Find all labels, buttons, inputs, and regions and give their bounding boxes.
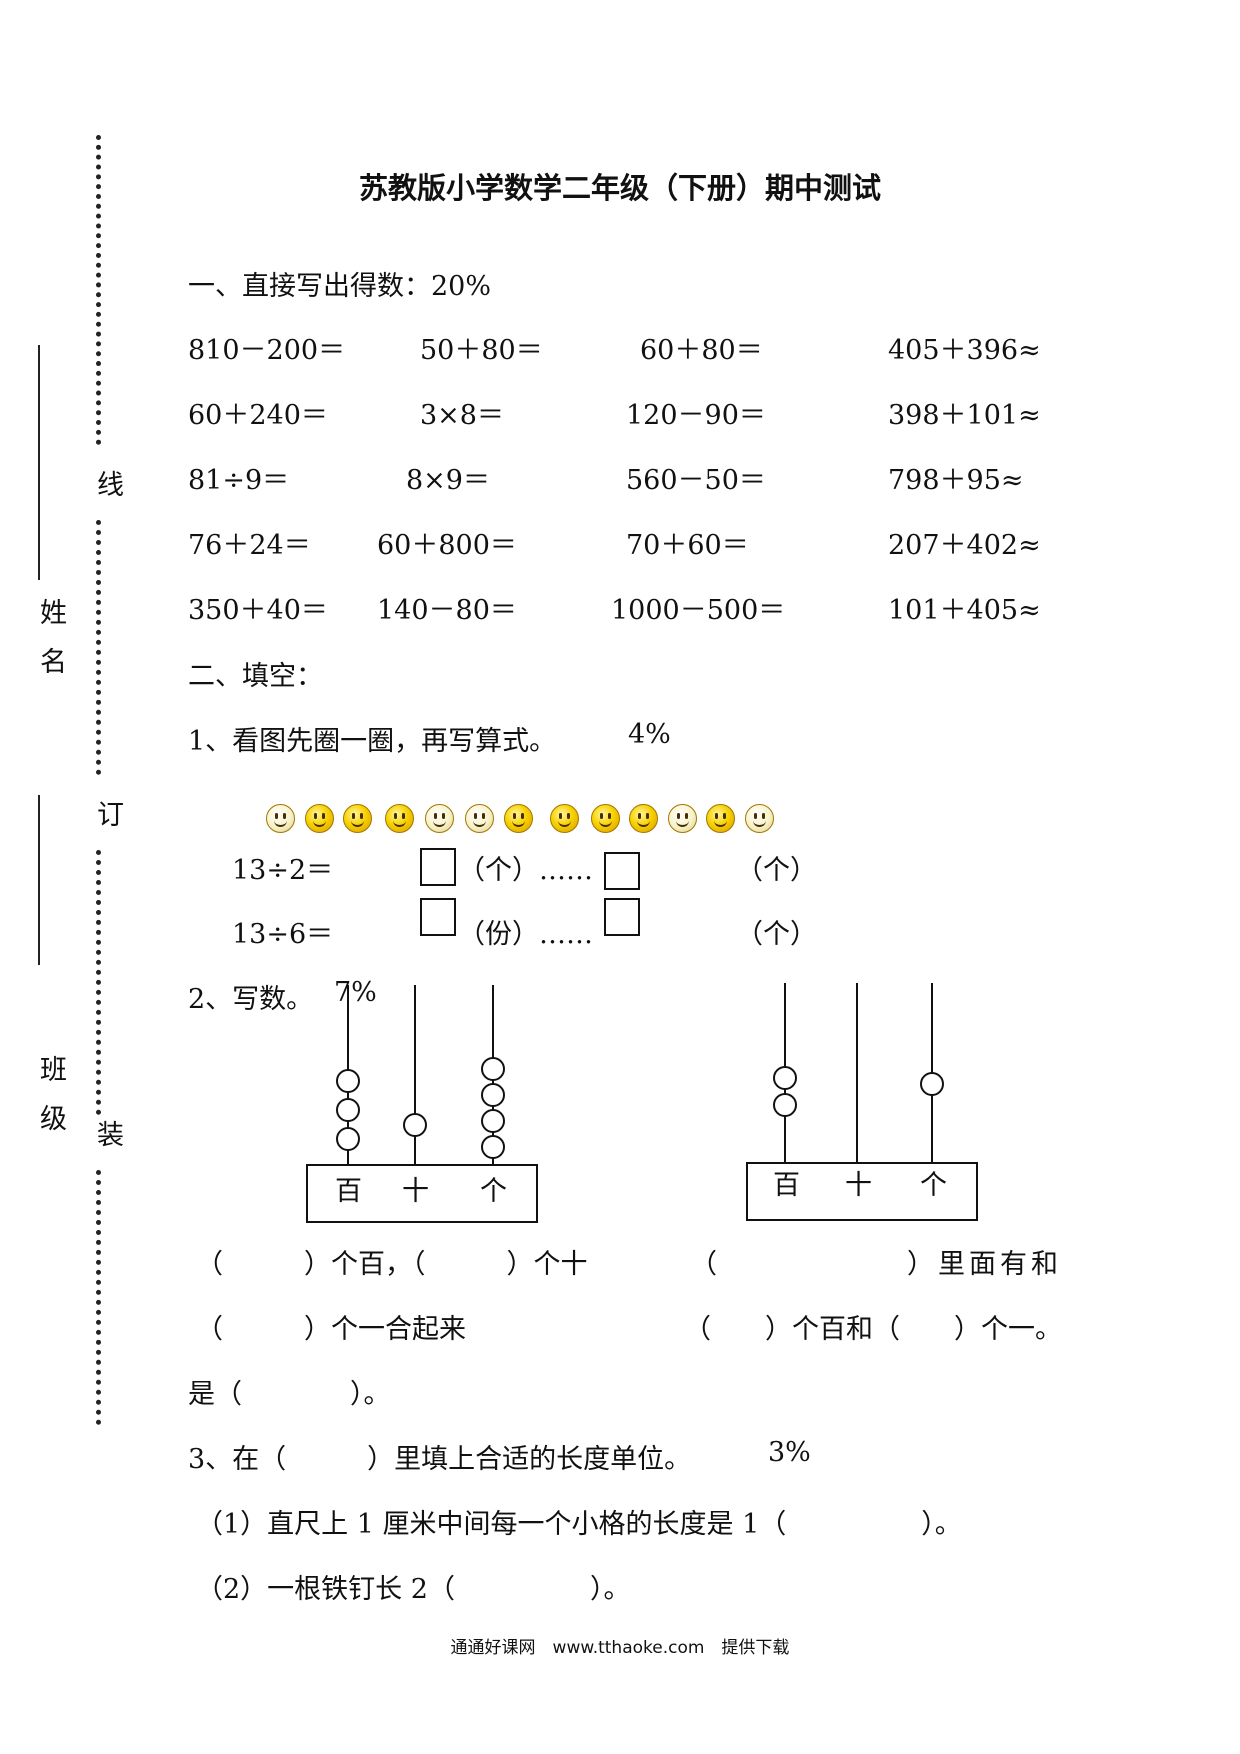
calc-r1-c3: 60＋80＝ <box>640 335 763 366</box>
calc-r2-c2: 3×8＝ <box>420 400 504 431</box>
q1-label: 1、看图先圈一圈，再写算式。 <box>188 726 557 757</box>
binding-label-line: 线 <box>92 470 123 497</box>
smiley-face-icon <box>425 804 454 833</box>
calc-r4-c1: 76＋24＝ <box>188 530 311 561</box>
abacus-right <box>746 983 978 1221</box>
q2-left-text-1: （ ）个百，（ ）个十 <box>196 1249 588 1280</box>
q3-score: 3% <box>768 1437 811 1468</box>
smiley-face-icon <box>385 804 414 833</box>
calc-r4-c3: 70＋60＝ <box>626 530 749 561</box>
calc-r2-c3: 120－90＝ <box>626 400 766 431</box>
calc-r4-c4: 207＋402≈ <box>888 530 1041 561</box>
q1-unit-1b: （个） <box>736 855 817 886</box>
binding-dotted-line-bottom <box>96 1170 101 1425</box>
section2-heading: 二、填空： <box>188 661 323 692</box>
q1-unit-1a: （个）…… <box>458 855 593 886</box>
q2-label: 2、写数。 <box>188 984 314 1015</box>
section1-heading: 一、直接写出得数：20% <box>188 271 492 302</box>
calc-r3-c4: 798＋95≈ <box>888 465 1024 496</box>
abacus-bead <box>336 1069 360 1093</box>
smiley-face-icon <box>266 804 295 833</box>
abacus-bead <box>920 1072 944 1096</box>
abacus-bead <box>773 1093 797 1117</box>
abacus-bead <box>481 1057 505 1081</box>
abacus-left <box>306 985 538 1223</box>
q1-answer-box-remainder-1[interactable] <box>604 852 640 890</box>
abacus-base <box>306 1164 538 1223</box>
abacus-bead <box>336 1098 360 1122</box>
q2-score: 7% <box>334 977 377 1008</box>
class-underline <box>38 795 40 965</box>
smiley-face-icon <box>668 804 697 833</box>
abacus-bead <box>336 1127 360 1151</box>
q2-left-text-3: 是（ ）。 <box>188 1379 391 1410</box>
q3-item-1: （1）直尺上 1 厘米中间每一个小格的长度是 1（ ）。 <box>196 1509 962 1540</box>
q1-score: 4% <box>628 719 671 750</box>
name-underline <box>38 345 40 580</box>
name-label: 姓名 <box>35 598 66 696</box>
abacus-bead <box>481 1083 505 1107</box>
calc-r3-c1: 81÷9＝ <box>188 465 290 496</box>
page-footer: 通通好课网 www.tthaoke.com 提供下载 <box>450 1638 790 1658</box>
abacus-left-label-hundreds: 百 <box>335 1176 362 1207</box>
calc-r3-c3: 560－50＝ <box>626 465 766 496</box>
smiley-face-icon <box>591 804 620 833</box>
abacus-right-label-tens: 十 <box>845 1170 872 1201</box>
calc-r5-c1: 350＋40＝ <box>188 595 328 626</box>
calc-r2-c1: 60＋240＝ <box>188 400 328 431</box>
abacus-right-label-ones: 个 <box>920 1170 947 1201</box>
q1-division-1: 13÷2＝ <box>232 855 334 886</box>
calc-r2-c4: 398＋101≈ <box>888 400 1041 431</box>
smiley-face-icon <box>305 804 334 833</box>
binding-dotted-line-mid2 <box>96 850 101 1115</box>
calc-r4-c2: 60＋800＝ <box>377 530 517 561</box>
calc-r1-c4: 405＋396≈ <box>888 335 1041 366</box>
abacus-bead <box>481 1135 505 1159</box>
calc-r3-c2: 8×9＝ <box>406 465 490 496</box>
abacus-bead <box>403 1113 427 1137</box>
abacus-left-label-ones: 个 <box>480 1176 507 1207</box>
binding-dotted-line-top <box>96 135 101 445</box>
q2-right-text-2: （ ）个百和（ ）个一。 <box>684 1314 1062 1345</box>
q1-unit-2b: （个） <box>736 919 817 950</box>
q1-answer-box-quotient-1[interactable] <box>420 848 456 886</box>
smiley-face-icon <box>745 804 774 833</box>
calc-r5-c4: 101＋405≈ <box>888 595 1041 626</box>
smiley-face-icon <box>465 804 494 833</box>
page-title: 苏教版小学数学二年级（下册）期中测试 <box>358 171 881 205</box>
smiley-face-icon <box>504 804 533 833</box>
binding-label-zhuang: 装 <box>92 1120 123 1147</box>
q3-label: 3、在（ ）里填上合适的长度单位。 <box>188 1444 692 1475</box>
smiley-face-icon <box>343 804 372 833</box>
calc-r1-c1: 810－200＝ <box>188 335 346 366</box>
calc-r5-c3: 1000－500＝ <box>611 595 786 626</box>
q1-answer-box-quotient-2[interactable] <box>420 898 456 936</box>
smiley-face-icon <box>550 804 579 833</box>
q3-item-2: （2）一根铁钉长 2（ ）。 <box>196 1574 631 1605</box>
abacus-right-label-hundreds: 百 <box>773 1170 800 1201</box>
abacus-bead <box>481 1109 505 1133</box>
q1-division-2: 13÷6＝ <box>232 919 334 950</box>
class-label: 班级 <box>35 1055 66 1153</box>
abacus-left-label-tens: 十 <box>402 1176 429 1207</box>
binding-label-ding: 订 <box>92 800 123 827</box>
smiley-face-icon <box>706 804 735 833</box>
q1-unit-2a: （份）…… <box>458 919 593 950</box>
q1-answer-box-remainder-2[interactable] <box>604 898 640 936</box>
binding-dotted-line-mid1 <box>96 520 101 775</box>
q2-left-text-2: （ ）个一合起来 <box>196 1314 466 1345</box>
abacus-base <box>746 1162 978 1221</box>
calc-r5-c2: 140－80＝ <box>377 595 517 626</box>
calc-r1-c2: 50＋80＝ <box>420 335 543 366</box>
q2-right-text-1: （ ）里面有和 <box>690 1249 1062 1280</box>
smiley-face-icon <box>629 804 658 833</box>
abacus-bead <box>773 1066 797 1090</box>
